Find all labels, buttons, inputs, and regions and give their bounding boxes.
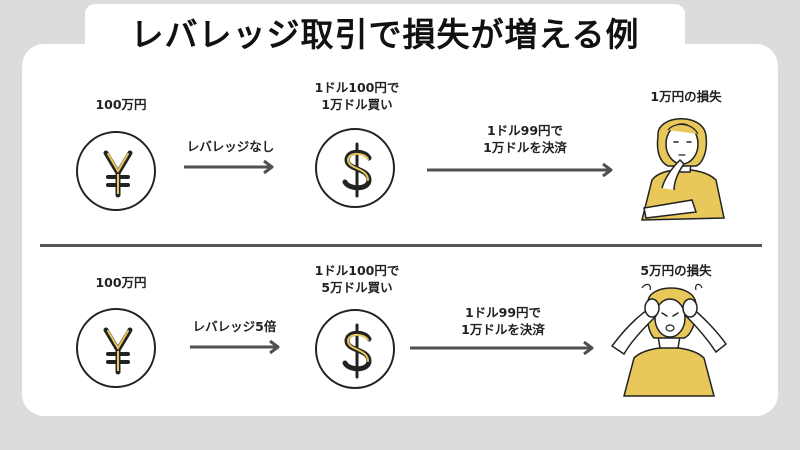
row2-settle-label: 1ドル99円で 1万ドルを決済 <box>448 304 558 338</box>
row2-buy-label: 1ドル100円で 5万ドル買い <box>302 262 412 296</box>
row1-arrow1-label: レバレッジなし <box>186 139 275 154</box>
distressed-woman-illustration <box>610 283 728 397</box>
row1-buy-line1: 1ドル100円で <box>314 80 400 95</box>
row1-result: 1万円の損失 <box>650 89 722 104</box>
row2-settle-line2: 1万ドルを決済 <box>461 322 545 337</box>
thinking-woman-illustration <box>641 118 725 221</box>
row2-start-amount: 100万円 <box>95 275 147 290</box>
dollar-coin-icon <box>315 309 395 389</box>
title-banner: レバレッジ取引で損失が増える例 <box>85 4 685 60</box>
row1-settle-line2: 1万ドルを決済 <box>483 140 567 155</box>
row2-settle-line1: 1ドル99円で <box>464 305 542 320</box>
row2-arrow1-label: レバレッジ5倍 <box>192 319 277 334</box>
row1-buy-line2: 1万ドル買い <box>321 97 393 112</box>
yen-coin-icon <box>76 131 156 211</box>
row2-arrow1 <box>190 340 280 354</box>
row2-result: 5万円の損失 <box>640 263 712 278</box>
page-title: レバレッジ取引で損失が増える例 <box>130 15 640 54</box>
row1-settle-line1: 1ドル99円で <box>486 123 564 138</box>
row1-arrow1 <box>184 160 274 174</box>
row-divider <box>40 244 762 247</box>
dollar-coin-icon <box>315 128 395 208</box>
row1-start-amount: 100万円 <box>95 97 147 112</box>
row1-settle-label: 1ドル99円で 1万ドルを決済 <box>470 122 580 156</box>
row2-arrow2 <box>410 341 594 355</box>
yen-coin-icon <box>76 308 156 388</box>
row1-arrow2 <box>427 163 613 177</box>
row1-buy-label: 1ドル100円で 1万ドル買い <box>302 79 412 113</box>
row2-buy-line2: 5万ドル買い <box>321 280 393 295</box>
row2-buy-line1: 1ドル100円で <box>314 263 400 278</box>
